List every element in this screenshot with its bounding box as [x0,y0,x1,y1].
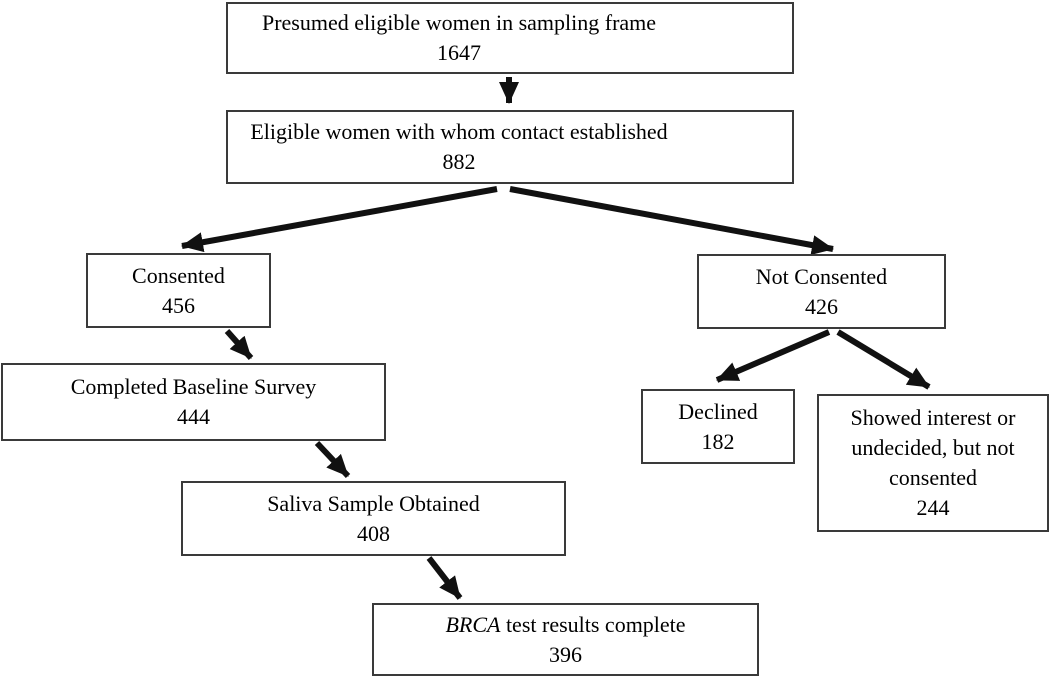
node-count: 396 [549,641,582,667]
arrow-baseline-to-saliva [314,440,351,479]
node-label: Declined [678,398,758,424]
arrow-contact-to-notconsented [509,186,834,255]
node-label: Showed interest or undecided, but not co… [850,405,1016,490]
node-label: Completed Baseline Survey [70,374,317,399]
node-label: Not Consented [755,263,888,289]
node-completed-baseline-survey: Completed Baseline Survey 444 [1,363,386,441]
node-contact-established: Eligible women with whom contact establi… [226,110,794,184]
node-count: 244 [916,495,950,520]
node-label: Eligible women with whom contact establi… [250,119,668,144]
arrow-saliva-to-brca [426,556,463,600]
node-label: Presumed eligible women in sampling fram… [261,10,657,35]
arrow-notconsented-to-declined [715,329,831,383]
node-consented: Consented 456 [86,253,271,328]
node-count: 882 [442,149,476,174]
node-count: 456 [162,292,195,318]
node-brca-results: BRCA test results complete 396 [372,603,759,676]
node-label: Consented [132,262,225,288]
node-not-consented: Not Consented 426 [697,254,946,329]
arrow-contact-to-consented [181,186,498,253]
node-label-rest: test results complete [505,611,686,637]
node-count: 182 [701,428,735,454]
node-sampling-frame: Presumed eligible women in sampling fram… [226,2,794,74]
node-label-gene-italic: BRCA [445,611,501,637]
arrow-notconsented-to-interest [836,329,931,390]
node-showed-interest: Showed interest or undecided, but not co… [817,394,1049,532]
arrow-consented-to-baseline [224,329,254,360]
node-declined: Declined 182 [641,389,795,464]
node-saliva-sample: Saliva Sample Obtained 408 [181,481,566,556]
node-count: 444 [177,404,210,429]
node-count: 408 [357,520,390,546]
node-count: 1647 [437,40,481,65]
node-label: BRCA test results complete [445,610,685,640]
node-count: 426 [805,293,838,319]
node-label: Saliva Sample Obtained [267,490,480,516]
